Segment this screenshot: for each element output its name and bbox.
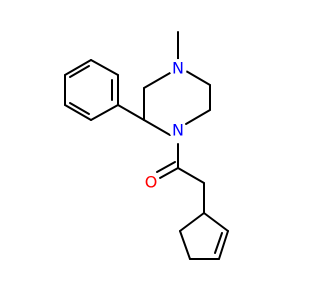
bond-ph-4	[64, 59, 92, 76]
bond-ph-double-1	[69, 102, 90, 115]
atom-labels: N N O	[142, 59, 187, 192]
bond-cp-2	[179, 230, 191, 260]
atom-o-label: O	[145, 173, 158, 192]
bond-n1-c6	[185, 109, 211, 125]
bond-c2-n1	[143, 119, 171, 136]
bond-cp-5	[203, 212, 229, 232]
atom-n4-label: N	[172, 59, 184, 78]
atom-o: O	[142, 173, 160, 192]
atom-n1: N	[169, 121, 187, 140]
atom-n1-label: N	[172, 121, 184, 140]
bond-carbonyl-o-2	[156, 161, 176, 173]
bond-ph-5	[90, 59, 119, 76]
bonds	[64, 31, 229, 260]
bond-cp-double	[214, 232, 223, 254]
bond-ph-double-2	[69, 65, 90, 78]
bond-carbonyl-o-1	[159, 167, 179, 179]
bond-cp-4	[218, 230, 229, 260]
molecule-structure-diagram: N N O	[64, 31, 229, 260]
bond-c5-n4	[185, 70, 211, 86]
bond-ph-1	[90, 104, 119, 121]
bond-cp-1	[179, 212, 205, 232]
bond-n4-c3	[143, 72, 171, 89]
bond-ph-2	[64, 104, 92, 121]
atom-n4: N	[169, 59, 187, 78]
bond-carbonyl-ch2	[177, 167, 205, 184]
bond-c2-phenyl	[117, 104, 145, 121]
